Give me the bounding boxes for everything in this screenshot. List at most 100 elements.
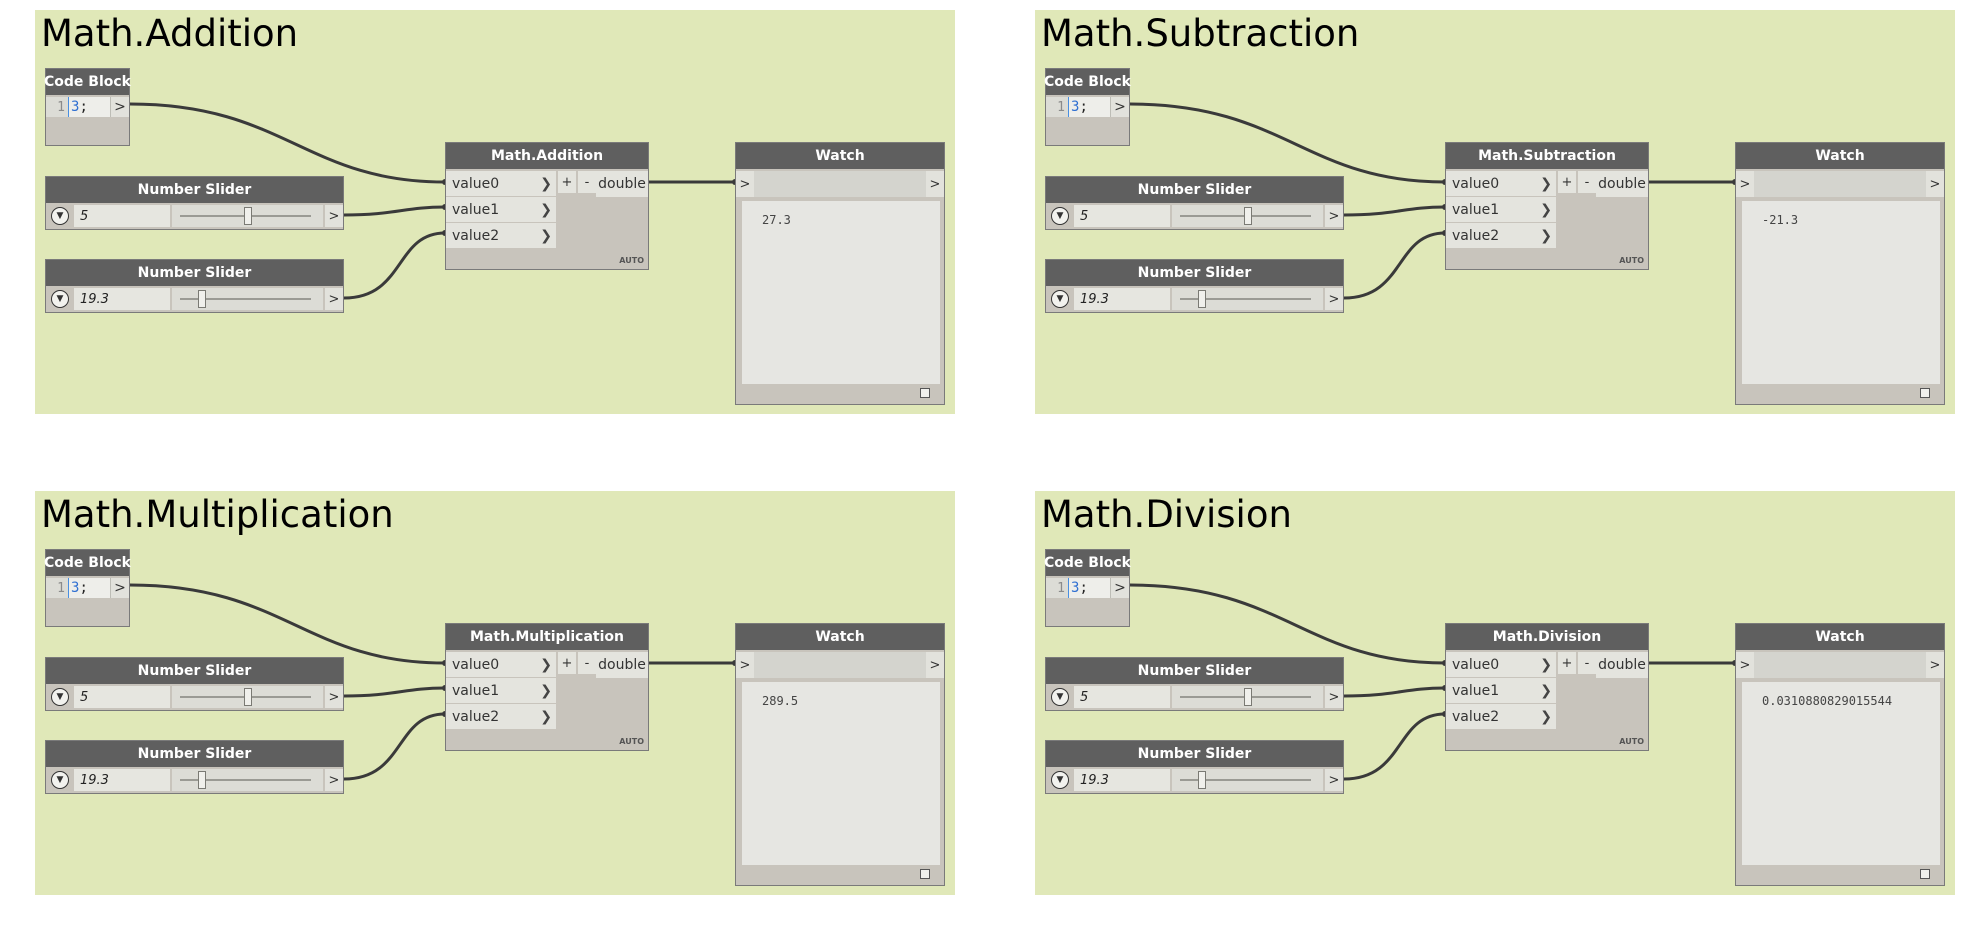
output-port-double[interactable]: double bbox=[1596, 171, 1648, 197]
number-slider-node[interactable]: Number Slider ▼ 19.3 > bbox=[45, 259, 344, 313]
input-port-value2[interactable]: value2❯ bbox=[446, 223, 556, 249]
remove-input-button[interactable]: - bbox=[1578, 652, 1596, 674]
slider-thumb[interactable] bbox=[1243, 688, 1252, 706]
slider-value[interactable]: 19.3 bbox=[74, 288, 170, 310]
output-port[interactable]: > bbox=[325, 769, 343, 791]
input-port-value1[interactable]: value1❯ bbox=[446, 678, 556, 704]
resize-grip-icon[interactable] bbox=[920, 388, 930, 398]
slider-track[interactable] bbox=[172, 686, 323, 708]
input-port[interactable]: > bbox=[1736, 171, 1754, 197]
output-port[interactable]: > bbox=[325, 686, 343, 708]
remove-input-button[interactable]: - bbox=[1578, 171, 1596, 193]
resize-grip-icon[interactable] bbox=[1920, 388, 1930, 398]
slider-track[interactable] bbox=[1172, 769, 1323, 791]
code-block-node[interactable]: Code Block 1 3; > bbox=[1044, 549, 1131, 627]
number-slider-node[interactable]: Number Slider ▼ 5 > bbox=[45, 657, 344, 711]
code-block-node[interactable]: Code Block 1 3; > bbox=[1044, 68, 1131, 146]
slider-value[interactable]: 19.3 bbox=[1074, 769, 1170, 791]
slider-thumb[interactable] bbox=[198, 290, 207, 308]
node-group[interactable]: Math.Addition Code Block 1 3; > Number S… bbox=[35, 10, 955, 414]
input-port-value0[interactable]: value0❯ bbox=[446, 171, 556, 197]
remove-input-button[interactable]: - bbox=[578, 652, 596, 674]
output-port[interactable]: > bbox=[1926, 652, 1944, 678]
code-editor[interactable]: 3; bbox=[1068, 97, 1110, 117]
add-input-button[interactable]: + bbox=[558, 652, 576, 674]
resize-grip-icon[interactable] bbox=[1920, 869, 1930, 879]
slider-value[interactable]: 5 bbox=[1074, 686, 1170, 708]
input-port-value0[interactable]: value0❯ bbox=[446, 652, 556, 678]
number-slider-node[interactable]: Number Slider ▼ 5 > bbox=[1045, 657, 1344, 711]
slider-value[interactable]: 19.3 bbox=[1074, 288, 1170, 310]
input-port-value1[interactable]: value1❯ bbox=[446, 197, 556, 223]
input-port-value0[interactable]: value0❯ bbox=[1446, 652, 1556, 678]
input-port-value2[interactable]: value2❯ bbox=[1446, 704, 1556, 730]
slider-expand-button[interactable]: ▼ bbox=[1046, 767, 1074, 793]
node-group[interactable]: Math.Subtraction Code Block 1 3; > Numbe… bbox=[1035, 10, 1955, 414]
output-port[interactable]: > bbox=[325, 288, 343, 310]
slider-thumb[interactable] bbox=[1198, 290, 1207, 308]
input-port[interactable]: > bbox=[1736, 652, 1754, 678]
add-input-button[interactable]: + bbox=[1558, 171, 1576, 193]
code-block-node[interactable]: Code Block 1 3; > bbox=[44, 549, 131, 627]
resize-grip-icon[interactable] bbox=[920, 869, 930, 879]
slider-value[interactable]: 5 bbox=[74, 686, 170, 708]
watch-node[interactable]: Watch > > -21.3 bbox=[1735, 142, 1945, 405]
input-port-value0[interactable]: value0❯ bbox=[1446, 171, 1556, 197]
output-port[interactable]: > bbox=[110, 97, 129, 117]
slider-expand-button[interactable]: ▼ bbox=[46, 286, 74, 312]
output-port-double[interactable]: double bbox=[1596, 652, 1648, 678]
input-port[interactable]: > bbox=[736, 171, 754, 197]
slider-thumb[interactable] bbox=[1243, 207, 1252, 225]
output-port[interactable]: > bbox=[110, 578, 129, 598]
code-editor[interactable]: 3; bbox=[68, 578, 110, 598]
slider-track[interactable] bbox=[172, 769, 323, 791]
input-port-value1[interactable]: value1❯ bbox=[1446, 197, 1556, 223]
number-slider-node[interactable]: Number Slider ▼ 19.3 > bbox=[1045, 259, 1344, 313]
node-group[interactable]: Math.Multiplication Code Block 1 3; > Nu… bbox=[35, 491, 955, 895]
output-port[interactable]: > bbox=[1325, 769, 1343, 791]
math-node[interactable]: Math.Subtraction value0❯ value1❯ value2❯… bbox=[1445, 142, 1649, 270]
slider-thumb[interactable] bbox=[198, 771, 207, 789]
slider-value[interactable]: 5 bbox=[74, 205, 170, 227]
code-editor[interactable]: 3; bbox=[68, 97, 110, 117]
input-port[interactable]: > bbox=[736, 652, 754, 678]
slider-track[interactable] bbox=[172, 288, 323, 310]
watch-node[interactable]: Watch > > 27.3 bbox=[735, 142, 945, 405]
output-port[interactable]: > bbox=[926, 171, 944, 197]
math-node[interactable]: Math.Addition value0❯ value1❯ value2❯ + … bbox=[445, 142, 649, 270]
slider-expand-button[interactable]: ▼ bbox=[1046, 684, 1074, 710]
slider-expand-button[interactable]: ▼ bbox=[46, 203, 74, 229]
slider-value[interactable]: 19.3 bbox=[74, 769, 170, 791]
add-input-button[interactable]: + bbox=[1558, 652, 1576, 674]
number-slider-node[interactable]: Number Slider ▼ 19.3 > bbox=[1045, 740, 1344, 794]
slider-track[interactable] bbox=[1172, 686, 1323, 708]
node-group[interactable]: Math.Division Code Block 1 3; > Number S… bbox=[1035, 491, 1955, 895]
output-port[interactable]: > bbox=[1926, 171, 1944, 197]
output-port-double[interactable]: double bbox=[596, 171, 648, 197]
output-port[interactable]: > bbox=[926, 652, 944, 678]
number-slider-node[interactable]: Number Slider ▼ 19.3 > bbox=[45, 740, 344, 794]
input-port-value1[interactable]: value1❯ bbox=[1446, 678, 1556, 704]
slider-track[interactable] bbox=[1172, 288, 1323, 310]
output-port[interactable]: > bbox=[1110, 578, 1129, 598]
watch-node[interactable]: Watch > > 289.5 bbox=[735, 623, 945, 886]
remove-input-button[interactable]: - bbox=[578, 171, 596, 193]
slider-expand-button[interactable]: ▼ bbox=[46, 767, 74, 793]
slider-thumb[interactable] bbox=[243, 688, 252, 706]
number-slider-node[interactable]: Number Slider ▼ 5 > bbox=[45, 176, 344, 230]
math-node[interactable]: Math.Multiplication value0❯ value1❯ valu… bbox=[445, 623, 649, 751]
add-input-button[interactable]: + bbox=[558, 171, 576, 193]
output-port[interactable]: > bbox=[1110, 97, 1129, 117]
output-port[interactable]: > bbox=[325, 205, 343, 227]
output-port[interactable]: > bbox=[1325, 205, 1343, 227]
input-port-value2[interactable]: value2❯ bbox=[1446, 223, 1556, 249]
slider-track[interactable] bbox=[172, 205, 323, 227]
watch-node[interactable]: Watch > > 0.0310880829015544 bbox=[1735, 623, 1945, 886]
math-node[interactable]: Math.Division value0❯ value1❯ value2❯ + … bbox=[1445, 623, 1649, 751]
slider-thumb[interactable] bbox=[1198, 771, 1207, 789]
slider-expand-button[interactable]: ▼ bbox=[46, 684, 74, 710]
slider-expand-button[interactable]: ▼ bbox=[1046, 286, 1074, 312]
output-port[interactable]: > bbox=[1325, 288, 1343, 310]
code-block-node[interactable]: Code Block 1 3; > bbox=[44, 68, 131, 146]
slider-track[interactable] bbox=[1172, 205, 1323, 227]
